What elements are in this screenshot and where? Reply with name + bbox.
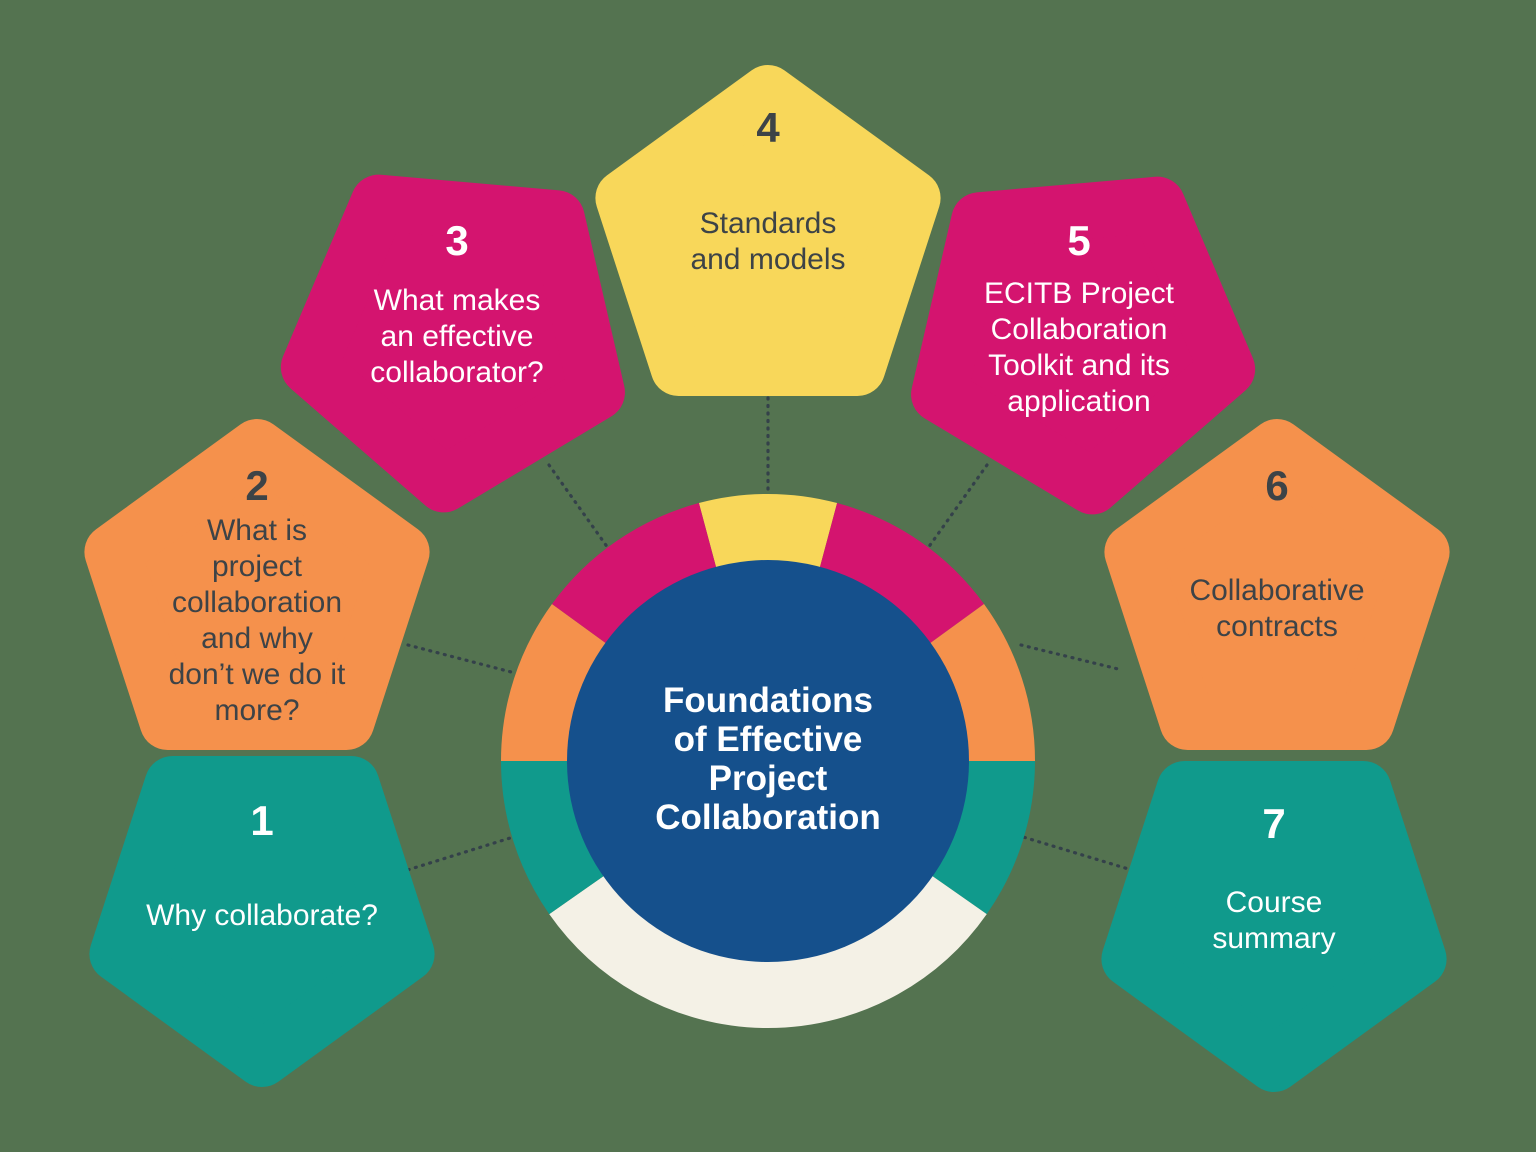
pentagon-1-number: 1 <box>250 797 273 844</box>
pentagon-5-label: Collaboration <box>991 313 1168 346</box>
connector-pentagon-7 <box>1008 831 1137 873</box>
ring-segment-right-pink <box>818 503 984 645</box>
ring-segment-left-pink <box>552 503 718 645</box>
connector-pentagon-1 <box>399 832 525 874</box>
ring-segment-bottom-cream <box>549 874 987 1028</box>
pentagon-4-number: 4 <box>756 104 780 151</box>
ring-segment-left-teal <box>501 760 606 915</box>
pentagon-1: 1 Why collaborate? <box>89 756 435 1087</box>
pentagon-2-label: What is <box>207 514 307 547</box>
pentagon-2-label: don’t we do it <box>169 658 346 691</box>
pentagon-5-number: 5 <box>1067 217 1090 264</box>
connector-pentagon-2 <box>406 643 517 675</box>
connector-pentagon-3 <box>547 463 610 550</box>
pentagon-5-label: Toolkit and its <box>988 349 1170 382</box>
pentagon-7-label: Course <box>1226 886 1323 919</box>
pentagon-2-label: more? <box>214 694 299 727</box>
ring-segment-top-yellow <box>698 493 838 569</box>
pentagon-3-label: What makes <box>374 284 541 317</box>
pentagon-2-number: 2 <box>245 462 268 509</box>
pentagon-3-shape <box>280 174 625 513</box>
hub-title-line: Project <box>709 759 828 798</box>
connector-lines <box>399 396 1137 874</box>
pentagon-3-label: an effective <box>381 320 534 353</box>
pentagon-6: 6 Collaborative contracts <box>1104 419 1450 750</box>
pentagon-2-label: and why <box>201 622 313 655</box>
pentagon-6-shape <box>1104 419 1450 750</box>
hub-title-line: Collaboration <box>655 798 881 837</box>
hub-title-line: of Effective <box>674 720 863 759</box>
hub-circle <box>567 560 969 962</box>
hub-title-line: Foundations <box>663 681 873 720</box>
pentagon-5-shape <box>911 176 1256 515</box>
pentagon-6-label: Collaborative <box>1189 574 1364 607</box>
hub-ring <box>501 493 1035 1028</box>
pentagon-2: 2 What is project collaboration and why … <box>84 419 430 750</box>
pentagon-2-shape <box>84 419 430 750</box>
ring-segment-right-orange <box>928 604 1035 762</box>
pentagon-4-label: and models <box>690 243 845 276</box>
pentagon-6-label: contracts <box>1216 610 1338 643</box>
pentagon-4-shape <box>595 65 941 396</box>
pentagon-3-number: 3 <box>445 217 468 264</box>
pentagon-6-number: 6 <box>1265 462 1288 509</box>
pentagon-1-shape <box>89 756 435 1087</box>
connector-pentagon-5 <box>926 463 989 550</box>
pentagon-3: 3 What makes an effective collaborator? <box>280 174 625 513</box>
pentagon-1-label: Why collaborate? <box>146 899 378 932</box>
pentagon-3-label: collaborator? <box>370 356 543 389</box>
ring-segment-left-orange <box>501 604 608 762</box>
pentagon-5-label: ECITB Project <box>984 277 1175 310</box>
pentagon-7: 7 Course summary <box>1101 761 1447 1092</box>
pentagon-7-number: 7 <box>1262 800 1285 847</box>
ring-segment-right-teal <box>930 760 1035 915</box>
pentagon-5: 5 ECITB Project Collaboration Toolkit an… <box>911 176 1256 515</box>
pentagon-2-label: collaboration <box>172 586 342 619</box>
pentagon-4-label: Standards <box>700 207 837 240</box>
pentagon-2-label: project <box>212 550 303 583</box>
pentagon-7-shape <box>1101 761 1447 1092</box>
hub-title: Foundations of Effective Project Collabo… <box>655 681 881 837</box>
pentagon-4: 4 Standards and models <box>595 65 941 396</box>
pentagon-7-label: summary <box>1212 922 1335 955</box>
pentagon-5-label: application <box>1007 385 1150 418</box>
connector-pentagon-6 <box>1019 643 1120 671</box>
